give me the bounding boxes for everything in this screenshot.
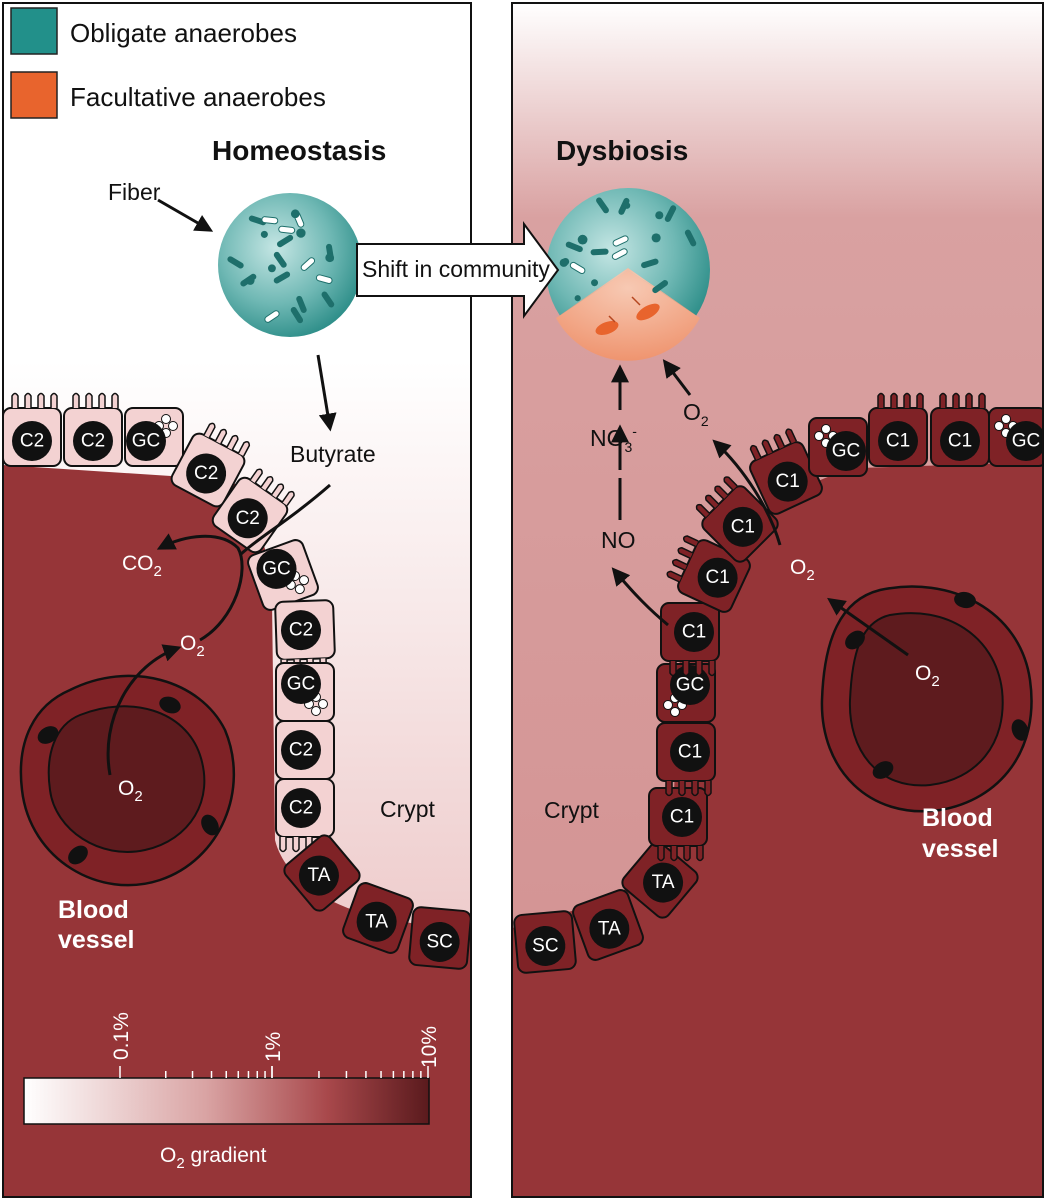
homeostasis-vessel-label-2: vessel <box>58 926 134 954</box>
gradient-tick-low: 0.1% <box>110 1012 133 1060</box>
dysbiosis-microbe-sphere <box>546 188 710 361</box>
cell-label: GC <box>832 441 861 462</box>
cell-label: C1 <box>678 742 702 763</box>
cell-label: C1 <box>670 807 694 828</box>
gradient-tick-mid: 1% <box>262 1032 285 1062</box>
cell-label: C1 <box>731 516 755 537</box>
dysbiosis-title: Dysbiosis <box>556 135 688 166</box>
legend-obligate-label: Obligate anaerobes <box>70 18 297 48</box>
o2-label-vessel: O2 <box>118 777 143 805</box>
epithelial-cell-c1: C1 <box>868 392 928 467</box>
dysbiosis-vessel-label-2: vessel <box>922 835 998 863</box>
dysbiosis-vessel-label-1: Blood <box>922 804 993 832</box>
epithelial-cell-c1: C1 <box>656 722 716 797</box>
legend: Obligate anaerobes Facultative anaerobes <box>10 7 326 119</box>
cell-label: TA <box>652 872 675 893</box>
o2-label-right-vessel: O2 <box>915 662 940 690</box>
epithelial-cell-c1: C1 <box>695 476 779 563</box>
cell-label: C2 <box>20 431 44 452</box>
cell-label: C1 <box>948 431 972 452</box>
dysbiosis-crypt-label: Crypt <box>544 797 600 823</box>
epithelial-cell-sc: SC <box>408 906 471 970</box>
cell-label: C1 <box>705 567 729 588</box>
cell-label: C1 <box>682 622 706 643</box>
shift-in-community-arrow: Shift in community <box>356 220 560 320</box>
epithelial-cell-c2: C2 <box>3 392 62 467</box>
shift-label: Shift in community <box>362 256 550 282</box>
epithelial-cell-c2: C2 <box>275 778 335 853</box>
gradient-tick-high: 10% <box>418 1026 441 1068</box>
epithelial-cell-gc: GC <box>808 417 868 477</box>
cell-label: GC <box>287 674 316 695</box>
cell-label: C1 <box>776 471 800 492</box>
cell-label: SC <box>532 935 558 956</box>
cell-label: C1 <box>886 431 910 452</box>
epithelial-cell-ta: TA <box>342 882 414 954</box>
epithelial-cell-gc: GC <box>275 662 335 722</box>
cell-label: C2 <box>194 463 218 484</box>
epithelial-cell-c2: C2 <box>170 422 251 508</box>
cell-label: C2 <box>289 798 313 819</box>
homeostasis-crypt-label: Crypt <box>380 796 436 822</box>
epithelial-cell-ta: TA <box>621 841 699 919</box>
legend-obligate-swatch <box>10 7 58 55</box>
o2-label-right-mid: O2 <box>790 556 815 584</box>
epithelial-cell-c1: C1 <box>660 602 720 677</box>
legend-facultative-swatch <box>10 71 58 119</box>
homeostasis-blood-vessel <box>19 674 235 887</box>
cell-label: GC <box>1012 431 1041 452</box>
cell-label: TA <box>598 918 621 939</box>
epithelial-cell-ta: TA <box>283 834 361 912</box>
homeostasis-vessel-label-1: Blood <box>58 896 129 924</box>
cell-label: C2 <box>236 508 260 529</box>
no3-label: NO3- <box>590 423 637 455</box>
epithelial-cell-gc: GC <box>656 663 716 723</box>
epithelial-cell-c2: C2 <box>63 392 123 467</box>
no-label: NO <box>601 527 636 553</box>
cell-label: GC <box>132 431 161 452</box>
cell-label: C2 <box>289 620 313 641</box>
homeostasis-tissue <box>3 465 471 1197</box>
homeostasis-title: Homeostasis <box>212 135 386 166</box>
facultative-wedge <box>556 270 700 361</box>
o2-label-top: O2 <box>683 399 709 429</box>
epithelial-cell-gc: GC <box>247 539 319 611</box>
cell-label: C2 <box>81 431 105 452</box>
epithelial-cell-c1: C1 <box>749 428 823 515</box>
cell-label: TA <box>365 911 388 932</box>
homeostasis-microbe-sphere <box>218 193 362 337</box>
epithelial-cell-ta: TA <box>572 889 644 961</box>
fiber-label: Fiber <box>108 179 161 205</box>
cell-label: GC <box>676 675 705 696</box>
o2-gradient-scale: 0.1% 1% 10% O2 gradient <box>23 1012 441 1172</box>
cell-label: C2 <box>289 740 313 761</box>
co2-label: CO2 <box>122 552 162 580</box>
epithelial-cell-gc: GC <box>124 407 184 467</box>
epithelial-cell-gc: GC <box>988 407 1043 467</box>
cell-label: SC <box>426 931 452 952</box>
legend-facultative-label: Facultative anaerobes <box>70 82 326 112</box>
epithelial-cell-sc: SC <box>513 910 577 974</box>
epithelial-cell-c1: C1 <box>648 787 708 862</box>
gradient-label: O2 gradient <box>160 1144 267 1172</box>
o2-label-mid: O2 <box>180 632 205 660</box>
butyrate-label: Butyrate <box>290 441 376 467</box>
cell-label: GC <box>262 558 291 579</box>
cell-label: TA <box>307 865 330 886</box>
epithelial-cell-c1: C1 <box>930 392 990 467</box>
epithelial-cell-c2: C2 <box>275 720 335 795</box>
dysbiosis-blood-vessel <box>820 585 1033 813</box>
